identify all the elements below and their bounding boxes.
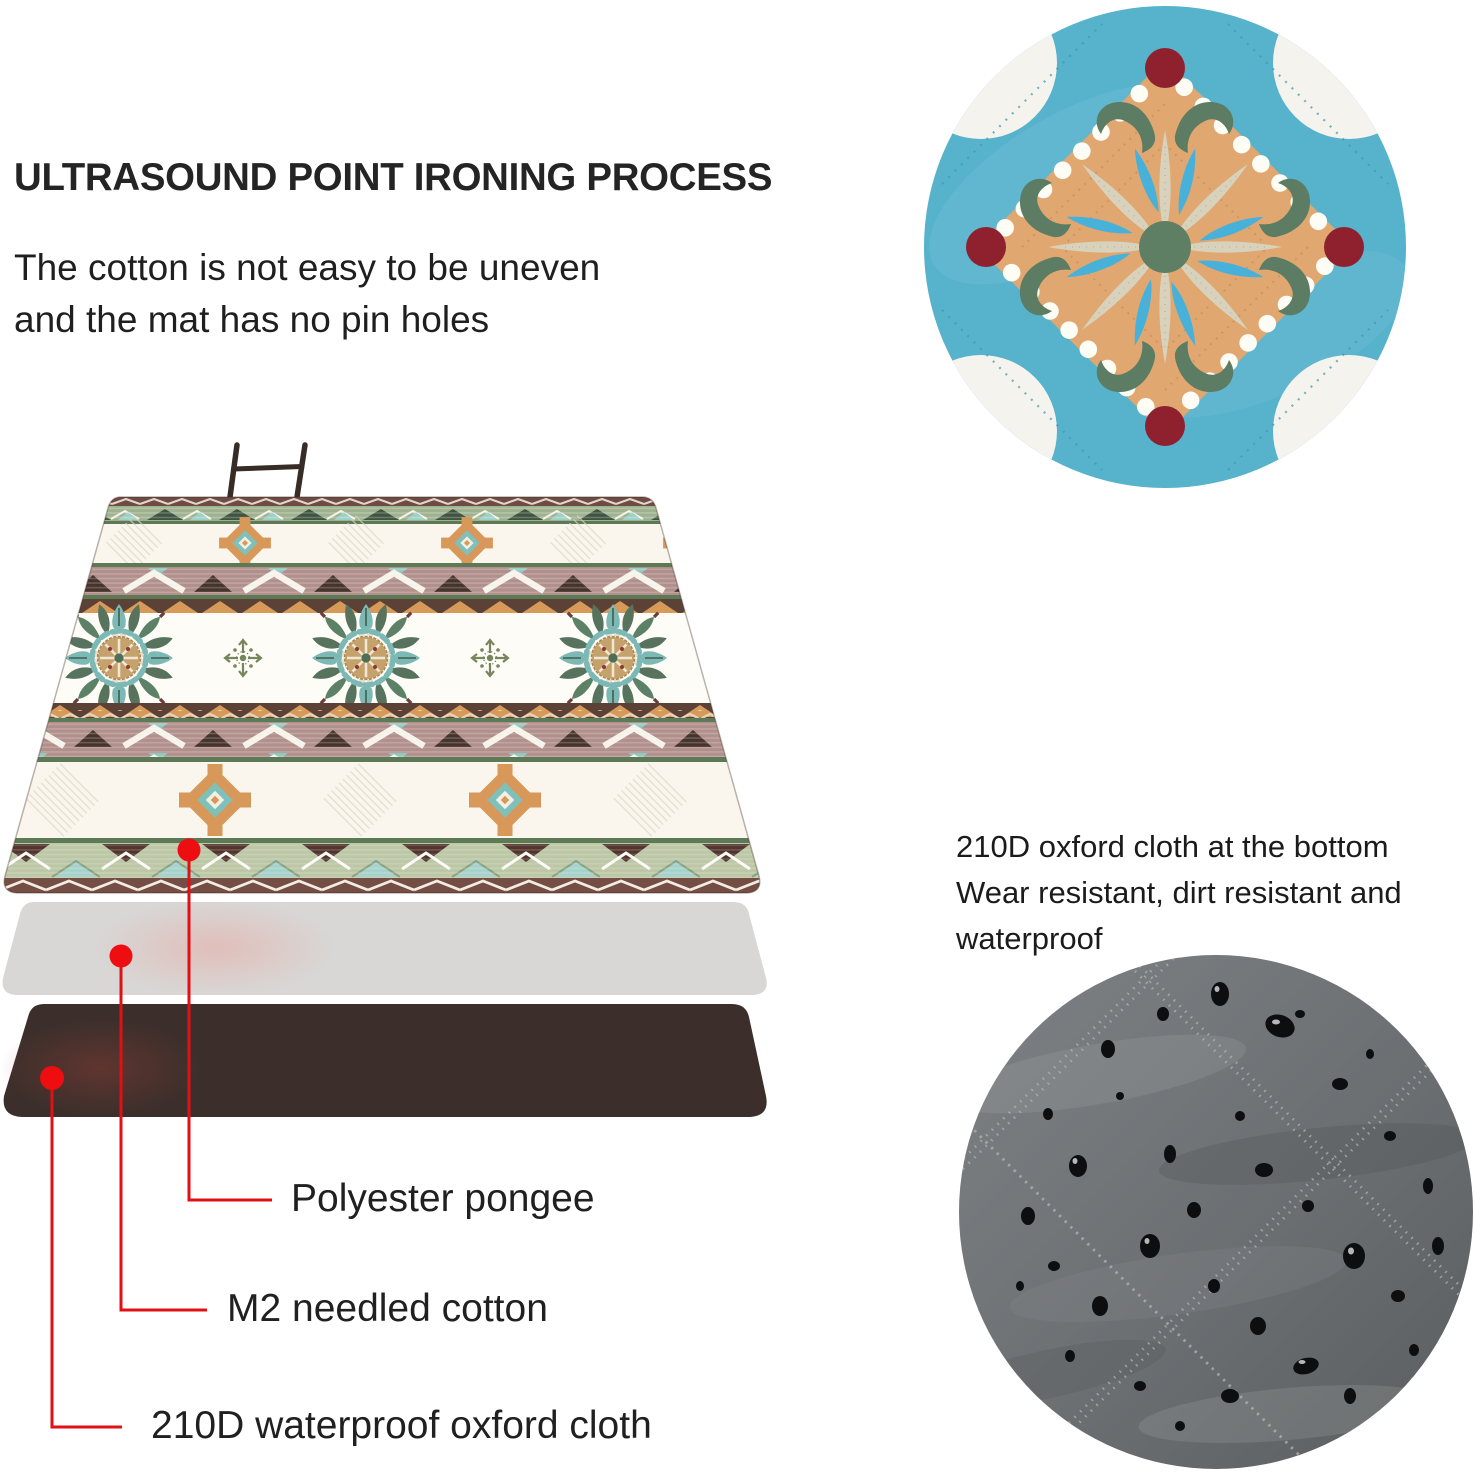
mat-handle — [227, 442, 308, 500]
needled-cotton-layer — [2, 900, 767, 996]
subtitle-line-2: and the mat has no pin holes — [14, 299, 490, 340]
tile-red-dots — [966, 48, 1364, 446]
droplet-highlights — [1072, 986, 1354, 1364]
label-needled-cotton: M2 needled cotton — [227, 1287, 548, 1330]
oxford-note-line-2: Wear resistant, dirt resistant and — [956, 875, 1402, 910]
tile-dot-border — [977, 59, 1353, 435]
page-title: ULTRASOUND POINT IRONING PROCESS — [14, 156, 773, 199]
oxford-note: 210D oxford cloth at the bottom Wear res… — [956, 824, 1402, 962]
label-waterproof-oxford: 210D waterproof oxford cloth — [151, 1404, 652, 1447]
water-droplets — [1016, 982, 1444, 1431]
oxford-cloth-layer — [0, 1004, 767, 1117]
oxford-note-line-3: waterproof — [956, 921, 1103, 956]
tile-star-center — [1139, 221, 1191, 273]
pattern-detail-circle — [924, 6, 1406, 488]
tile-star — [1048, 130, 1282, 364]
subtitle: The cotton is not easy to be uneven and … — [14, 242, 600, 346]
mat-top-layer — [4, 497, 760, 893]
oxford-note-line-1: 210D oxford cloth at the bottom — [956, 829, 1389, 864]
waterproof-fabric-circle — [959, 955, 1473, 1469]
label-polyester-pongee: Polyester pongee — [291, 1177, 595, 1220]
fabric-stitch-lines — [959, 955, 1473, 1469]
tile-stitch-lines — [941, 23, 1389, 471]
subtitle-line-1: The cotton is not easy to be uneven — [14, 247, 601, 288]
picnic-mat-illustration — [0, 442, 767, 1117]
callout-line-oxford — [50, 1086, 122, 1429]
